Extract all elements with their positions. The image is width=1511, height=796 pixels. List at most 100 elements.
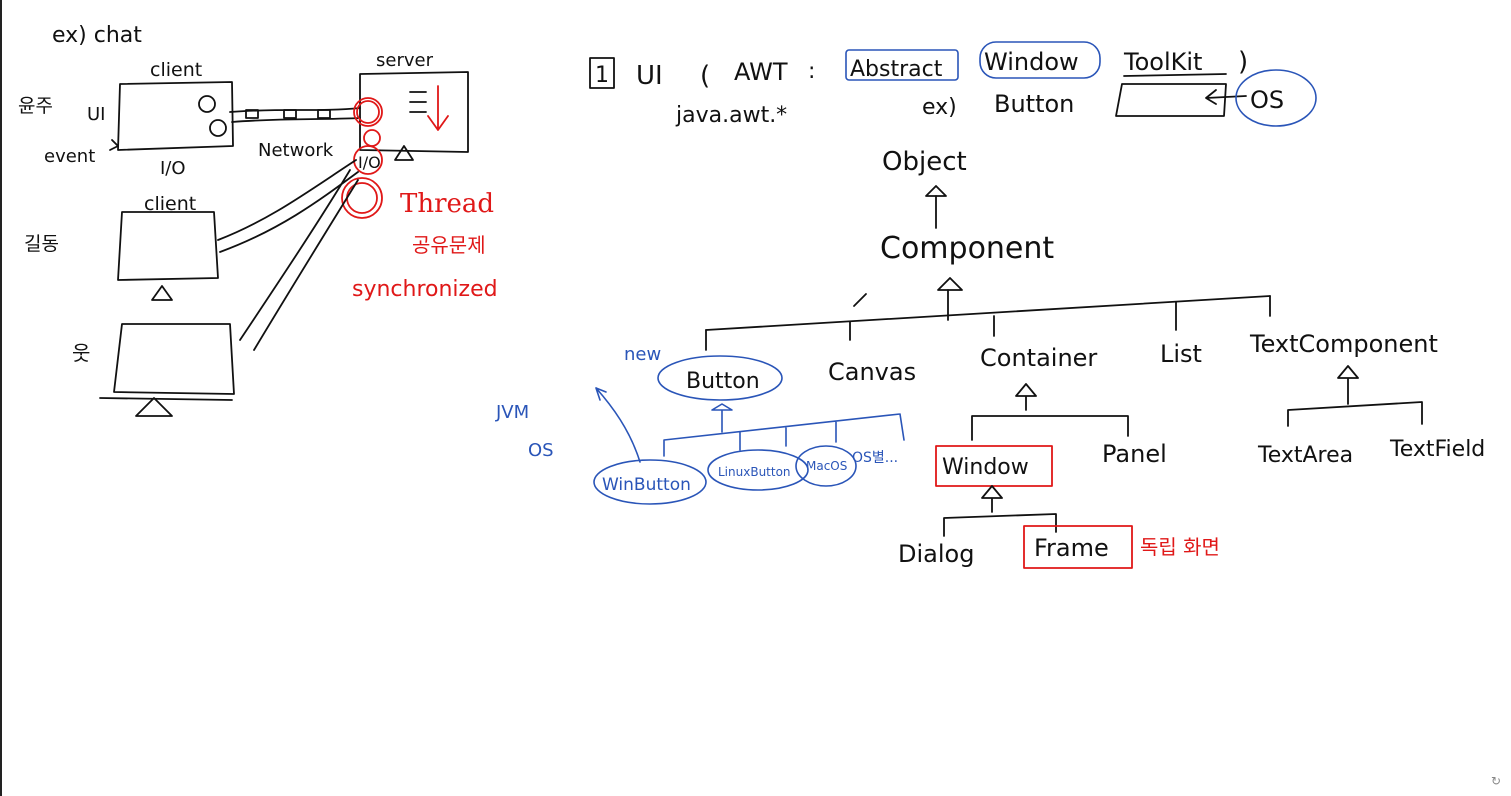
window-bus [943, 513, 1057, 537]
server-red-arrow [427, 85, 449, 131]
socket-icon-2 [209, 119, 227, 137]
panel-node: Panel [1102, 440, 1167, 468]
window-node: Window [942, 455, 1029, 480]
canvas-node: Canvas [828, 358, 916, 386]
client-stand-3 [135, 397, 173, 417]
window-label: Window [984, 48, 1079, 76]
jvm-arrow [595, 387, 641, 463]
frame-note: 독립 화면 [1140, 535, 1220, 559]
textcomponent-arrowhead [1337, 365, 1359, 405]
abstract-box [845, 49, 959, 81]
io-label: I/O [160, 158, 186, 179]
jvm-label: JVM [495, 402, 529, 423]
button-impl-bus [663, 413, 905, 457]
textfield-node: TextField [1389, 437, 1485, 462]
thread-circle-1b [356, 100, 380, 124]
thread-circle-3 [353, 145, 383, 175]
button-example-box [1115, 83, 1227, 117]
server-stand [394, 145, 414, 161]
user3-icon: 웃 [72, 341, 90, 365]
server-box [359, 71, 469, 153]
frame-node: Frame [1034, 534, 1109, 562]
ui-heading: UI [636, 61, 663, 91]
packet-2 [283, 109, 297, 119]
os-arrow [1205, 89, 1247, 105]
thread-circle-1 [353, 97, 383, 127]
component-node: Component [880, 231, 1054, 266]
socket-icon-1 [198, 95, 216, 113]
synchronized-label: synchronized [352, 277, 498, 302]
thread-circle-2 [363, 129, 381, 147]
button-impl-arrowhead [711, 403, 733, 433]
client2-label: client [144, 193, 196, 215]
os-ellipse [1235, 69, 1317, 127]
object-arrowhead [925, 185, 947, 197]
toolkit-label: ToolKit [1123, 48, 1202, 76]
client-base-3 [99, 397, 233, 401]
packet-1 [245, 109, 259, 119]
chat-diagram: ex) chat client 윤주 UI event I/O Network … [18, 23, 498, 417]
ui-label: UI [87, 104, 105, 125]
user1-label: 윤주 [18, 95, 53, 117]
new-label: new [624, 344, 661, 365]
toolkit-underline [1123, 73, 1227, 77]
winbutton-node: WinButton [602, 475, 691, 495]
frame-node-box [1023, 525, 1133, 569]
client-monitor-3 [113, 323, 235, 395]
step-number-box [589, 57, 615, 89]
resize-icon[interactable]: ↻ [1490, 774, 1502, 788]
cable-client3-a [239, 169, 351, 341]
cable-client3-b [253, 179, 359, 351]
client-stand-2 [151, 285, 173, 301]
dialog-node: Dialog [898, 540, 974, 568]
container-node: Container [980, 344, 1097, 372]
os-etc-node: OS별... [852, 450, 898, 466]
cable-client2-a [217, 159, 357, 241]
awt-label: AWT [734, 58, 788, 86]
window-node-box [935, 445, 1053, 487]
abstract-label: Abstract [850, 57, 943, 82]
chat-title: ex) chat [52, 23, 142, 48]
client-top-label: client [150, 59, 202, 81]
colon: : [808, 59, 815, 84]
package-label: java.awt.* [675, 103, 787, 128]
network-line-2 [231, 117, 361, 123]
component-bus [705, 295, 1271, 331]
client-monitor-2 [117, 211, 219, 281]
textcomponent-node: TextComponent [1249, 330, 1438, 358]
thread-circle-4b [346, 182, 378, 214]
server-label: server [376, 50, 434, 71]
os-example-label: OS [1250, 86, 1284, 114]
window-box [979, 41, 1101, 79]
event-label: event [44, 146, 95, 167]
linuxbutton-node: LinuxButton [718, 465, 791, 479]
container-bus [971, 415, 1129, 441]
component-arrowhead [937, 277, 963, 291]
step-number: 1 [595, 63, 609, 88]
network-label: Network [258, 140, 334, 161]
window-arrowhead [981, 485, 1003, 513]
share-problem-label: 공유문제 [412, 233, 486, 257]
linuxbutton-ellipse [707, 449, 809, 491]
os-label: OS [528, 440, 554, 461]
object-node: Object [882, 147, 967, 177]
class-hierarchy: Object Component new Button Canvas Conta… [495, 147, 1485, 569]
paren-close: ) [1238, 47, 1248, 77]
page-border [0, 0, 2, 796]
server-io-label: I/O [358, 153, 381, 172]
user2-label: 길동 [24, 233, 59, 255]
client-monitor-1 [117, 81, 234, 151]
packet-3 [317, 109, 331, 119]
button-example-label: Button [994, 90, 1074, 118]
thread-label: Thread [400, 189, 494, 219]
cable-client2-b [219, 171, 359, 253]
button-node-ellipse [657, 355, 783, 401]
thread-circle-4 [341, 177, 383, 219]
event-arrow [109, 139, 119, 151]
component-branches [705, 295, 1271, 351]
macos-ellipse [795, 445, 857, 487]
textcomponent-bus [1287, 401, 1423, 427]
list-node: List [1160, 340, 1202, 368]
pencil-cursor-icon [853, 293, 867, 307]
